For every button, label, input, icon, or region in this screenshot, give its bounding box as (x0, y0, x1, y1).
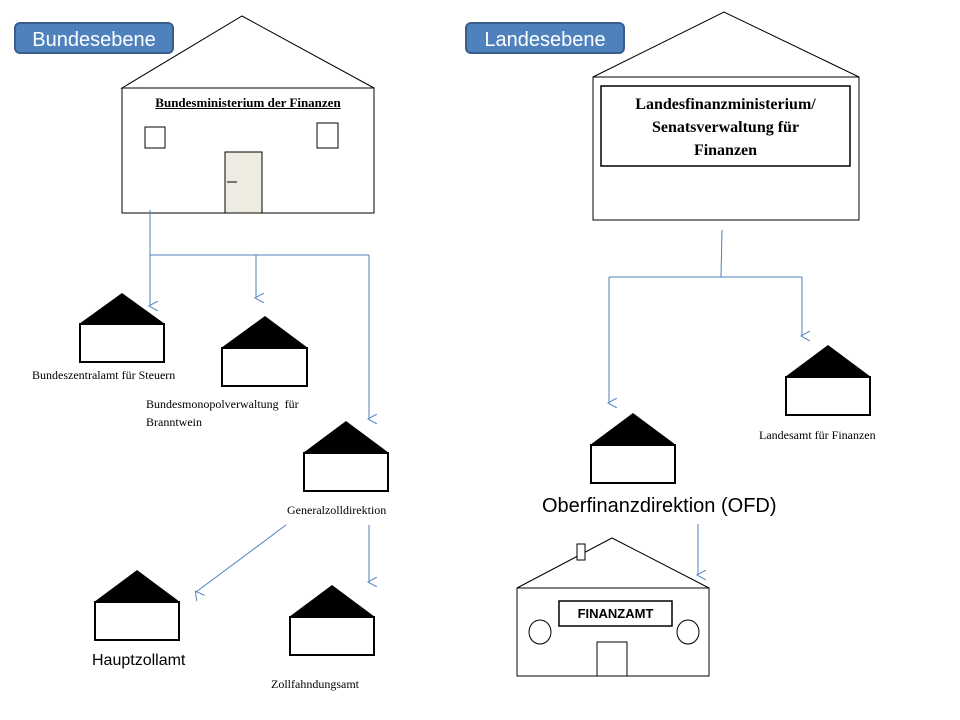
chimney-icon (576, 543, 586, 561)
label-monopoly-line1: Bundesmonopolverwaltung für (146, 397, 299, 411)
window-icon (316, 122, 339, 149)
state-ministry-title-line2: Senatsverwaltung für (651, 119, 800, 136)
label-hza: Hauptzollamt (92, 652, 186, 669)
window-icon (144, 126, 166, 149)
federal-level-badge: Bundesebene (14, 22, 174, 54)
window-icon (676, 619, 700, 645)
window-icon (528, 619, 552, 645)
ofd-building (590, 413, 676, 484)
state-ministry-sign (600, 85, 851, 167)
monopoly-building (221, 316, 308, 387)
gzd-building (303, 421, 389, 492)
label-gzd: Generalzolldirektion (287, 503, 387, 517)
state-ministry-building (592, 11, 860, 221)
door-icon (596, 641, 628, 677)
label-monopoly-line2: Branntwein (146, 415, 202, 429)
label-lff: Landesamt für Finanzen (759, 428, 876, 442)
state-level-badge: Landesebene (465, 22, 625, 54)
hza-building (94, 570, 180, 641)
finanzamt-building (516, 537, 710, 677)
bzst-building (79, 293, 165, 363)
federal-ministry-title: Bundesministerium der Finanzen (155, 95, 341, 110)
finanzamt-sign (558, 600, 673, 627)
state-connectors (609, 229, 802, 575)
lff-building (785, 345, 871, 416)
federal-connectors (150, 210, 369, 592)
state-ministry-title-line3: Finanzen (693, 142, 758, 159)
label-ofd: Oberfinanzdirektion (OFD) (542, 495, 777, 517)
label-bzst: Bundeszentralamt für Steuern (32, 368, 176, 382)
federal-ministry-building (120, 15, 375, 214)
zfa-building (289, 585, 375, 656)
label-finanzamt: FINANZAMT (577, 606, 654, 621)
state-ministry-title: Landesfinanzministerium/ Senatsverwaltun… (601, 93, 850, 162)
state-ministry-title-line1: Landesfinanzministerium/ (635, 96, 816, 113)
arrow-to-hza (196, 524, 287, 592)
label-zfa: Zollfahndungsamt (271, 677, 359, 691)
